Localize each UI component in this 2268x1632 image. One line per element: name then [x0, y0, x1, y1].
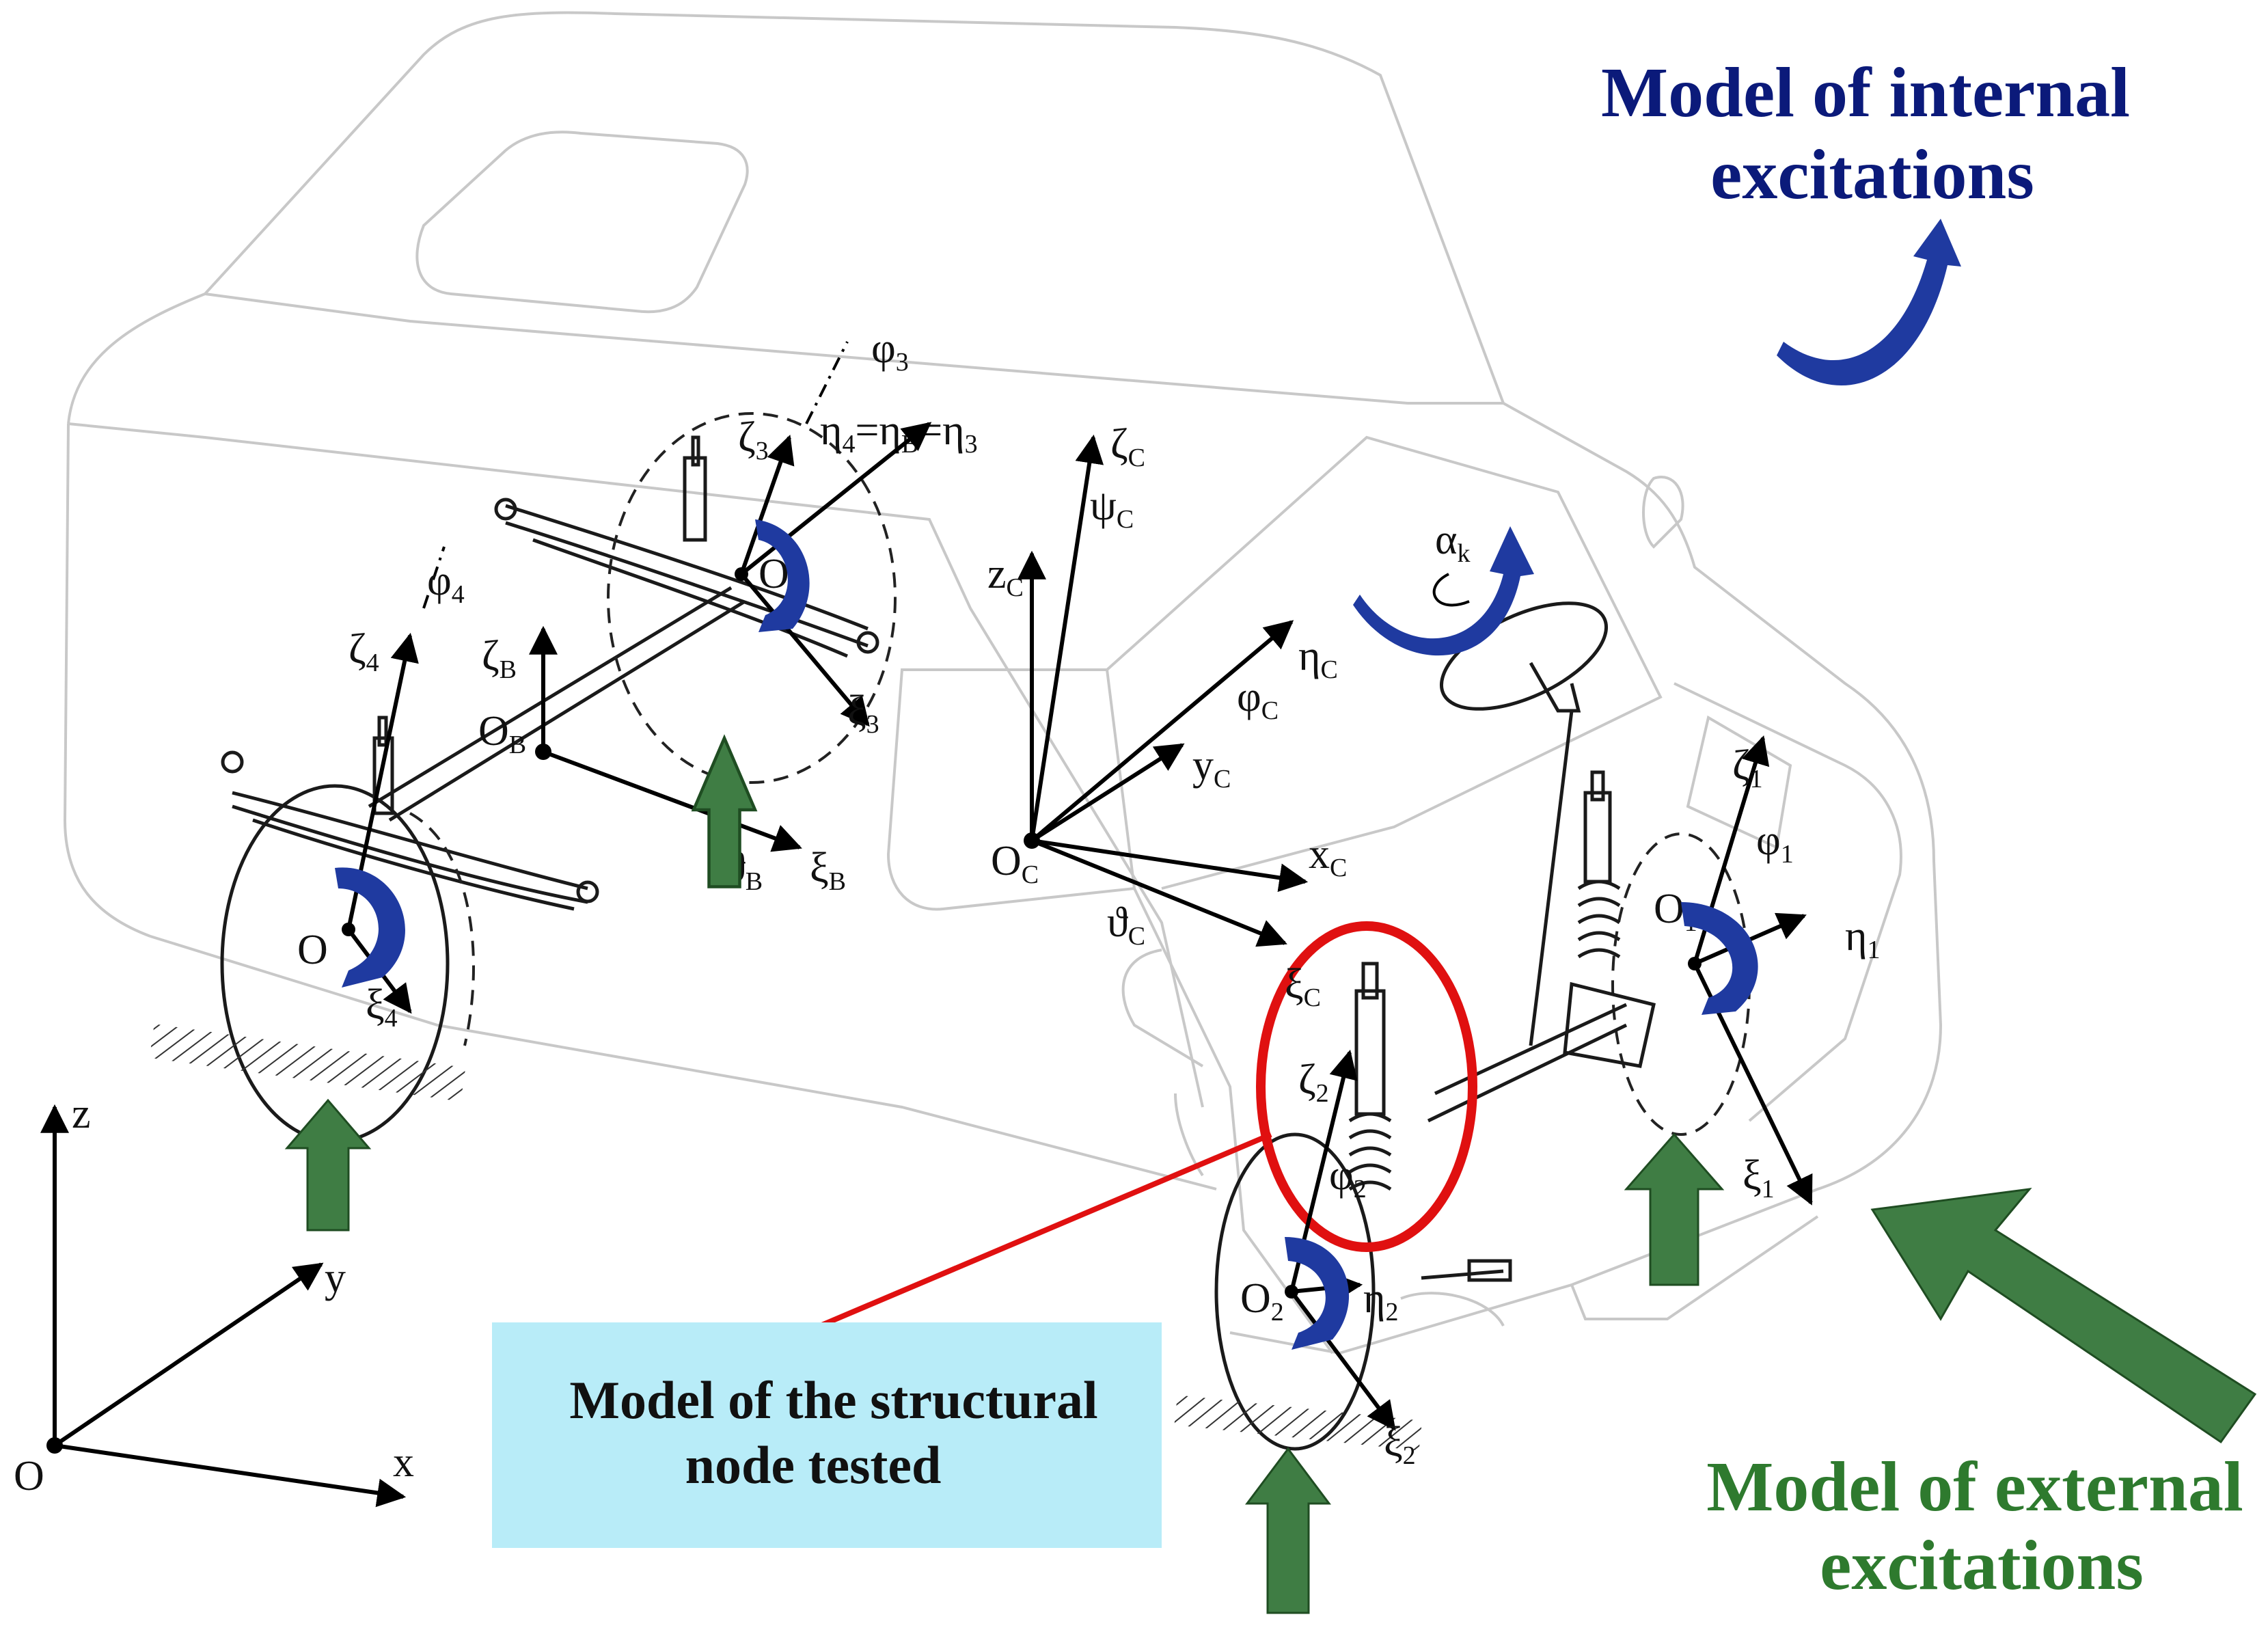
svg-text:ζ4: ζ4 — [349, 626, 379, 677]
svg-text:ξ3: ξ3 — [847, 688, 879, 739]
svg-text:ϑC: ϑC — [1107, 899, 1145, 951]
svg-text:ζ1: ζ1 — [1732, 742, 1763, 793]
global-y-axis — [53, 1262, 324, 1447]
front-left-force-arrow-icon — [1245, 1447, 1331, 1614]
wheel1-rotation-arrow-icon — [1681, 902, 1758, 1015]
svg-text:OC: OC — [991, 838, 1039, 889]
external-excitation-title: Model of external excitations — [1706, 1447, 2243, 1605]
wheel1-frame: O1 ζ1 φ1 η1 ξ1 — [1654, 735, 1880, 1206]
svg-text:αk: αk — [1435, 517, 1470, 568]
node-title-line2: node tested — [685, 1435, 942, 1495]
global-x-axis — [54, 1443, 407, 1508]
svg-text:ζ2: ζ2 — [1298, 1057, 1329, 1108]
svg-text:ηC: ηC — [1298, 633, 1338, 684]
svg-text:φ2: φ2 — [1329, 1152, 1367, 1203]
svg-text:η4=ηB=η3: η4=ηB=η3 — [820, 407, 978, 459]
steering-rotation-arrow-icon — [1353, 526, 1534, 656]
wheel4-frame: O ζ4 ξ4 φ4 — [297, 546, 465, 1033]
svg-text:φC: φC — [1237, 674, 1279, 725]
internal-title-line2: excitations — [1710, 135, 2034, 214]
rear-left-force-arrow-icon — [284, 1098, 372, 1232]
svg-text:η2: η2 — [1363, 1275, 1398, 1327]
svg-text:ζB: ζB — [482, 633, 517, 684]
internal-excitation-arrow-icon — [1777, 219, 1961, 386]
node-title-line1: Model of the structural — [569, 1370, 1097, 1430]
svg-text:ψC: ψC — [1090, 482, 1134, 534]
internal-excitation-title: Model of internal excitations — [1601, 53, 2130, 214]
global-axes: O z x y — [14, 1091, 414, 1508]
rear-right-force-arrow-icon — [691, 734, 758, 888]
global-x-label: x — [393, 1439, 414, 1486]
external-title-line1: Model of external — [1706, 1447, 2243, 1526]
svg-text:ξC: ξC — [1285, 961, 1321, 1012]
svg-text:OB: OB — [478, 708, 526, 759]
svg-text:zC: zC — [987, 551, 1024, 602]
svg-text:φ1: φ1 — [1756, 817, 1794, 869]
svg-text:ξ2: ξ2 — [1384, 1419, 1416, 1470]
structural-node-box-bg — [492, 1322, 1162, 1548]
global-origin-label: O — [14, 1453, 44, 1499]
svg-text:ζ3: ζ3 — [738, 414, 769, 465]
svg-text:ζC: ζC — [1110, 421, 1145, 472]
svg-text:yC: yC — [1192, 742, 1231, 793]
svg-text:φ3: φ3 — [871, 325, 909, 377]
svg-text:xC: xC — [1309, 831, 1347, 882]
global-y-label: y — [325, 1255, 346, 1301]
front-right-force-arrow-icon — [1624, 1132, 1725, 1286]
svg-text:ξB: ξB — [810, 845, 846, 896]
wheel4-rotation-arrow-icon — [335, 867, 405, 988]
svg-text:η1: η1 — [1845, 913, 1880, 964]
global-z-label: z — [72, 1091, 91, 1137]
force-arrows — [284, 734, 2257, 1614]
svg-text:φ4: φ4 — [427, 558, 465, 609]
external-excitation-arrow-icon — [1870, 1188, 2257, 1444]
svg-text:ξ4: ξ4 — [366, 981, 398, 1033]
wheel3-frame: O3 ζ3 ξ3 φ3 — [735, 325, 932, 739]
rear-suspension — [149, 412, 897, 1143]
svg-text:O: O — [297, 927, 328, 973]
svg-text:ξ1: ξ1 — [1743, 1152, 1775, 1203]
body-frame: OC zC ζC ψC ηC φC yC xC ϑC ξC — [987, 421, 1347, 1012]
wheel3-rotation-arrow-icon — [755, 519, 810, 632]
rotation-arrows — [335, 219, 1961, 1350]
svg-text:O2: O2 — [1240, 1275, 1284, 1327]
wheel2-rotation-arrow-icon — [1285, 1237, 1350, 1350]
internal-title-line1: Model of internal — [1601, 53, 2130, 132]
structural-node-highlight — [819, 921, 1477, 1329]
structural-node-box: Model of the structural node tested — [492, 1322, 1162, 1548]
steering-angle: αk — [1432, 517, 1470, 607]
external-title-line2: excitations — [1820, 1526, 2144, 1605]
